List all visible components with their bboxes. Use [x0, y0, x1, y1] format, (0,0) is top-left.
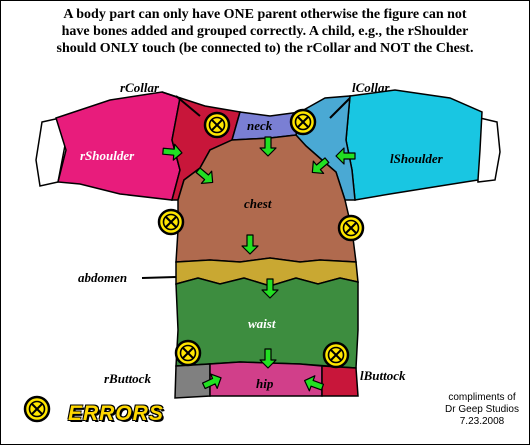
error-x-circle-icon — [322, 341, 350, 369]
credit-line-2: Dr Geep Studios — [445, 404, 519, 415]
credit-line-1: compliments of — [448, 392, 516, 403]
rbuttock-label: rButtock — [104, 371, 151, 386]
chest-label: chest — [244, 196, 272, 211]
error-x-circle-icon — [157, 208, 185, 236]
rshoulder-part — [55, 91, 181, 201]
rshoulder-label: rShoulder — [80, 148, 135, 163]
credit-text: compliments of Dr Geep Studios 7.23.2008 — [437, 392, 527, 428]
error-x-circle-icon — [174, 339, 202, 367]
lcollar-label: lCollar — [352, 80, 391, 95]
error-x-circle-icon — [337, 214, 365, 242]
neck-label: neck — [247, 118, 273, 133]
explanation-line-1: A body part can only have ONE parent oth… — [63, 7, 467, 22]
lshoulder-part — [345, 89, 483, 201]
lbuttock-label: lButtock — [360, 368, 406, 383]
rcollar-label: rCollar — [120, 80, 160, 95]
legend-errors-label: ERRORS — [68, 402, 164, 425]
explanation-line-2: have bones added and grouped correctly. … — [61, 24, 469, 39]
abdomen-leader-line — [141, 276, 177, 279]
lcollar-leader-line — [329, 97, 351, 119]
lshoulder-label: lShoulder — [390, 151, 444, 166]
abdomen-label: abdomen — [78, 270, 127, 285]
waist-label: waist — [248, 316, 276, 331]
credit-line-3: 7.23.2008 — [459, 416, 505, 427]
explanation-line-3: should ONLY touch (be connected to) the … — [56, 41, 474, 56]
error-x-circle-icon — [203, 111, 231, 139]
rbuttock-part — [174, 363, 211, 399]
hip-label: hip — [256, 376, 274, 391]
rcollar-leader-line — [175, 95, 201, 117]
explanation-text: A body part can only have ONE parent oth… — [0, 6, 530, 57]
legend-error-x-circle-icon — [23, 395, 51, 423]
error-x-circle-icon — [289, 108, 317, 136]
lbuttock-part — [321, 365, 359, 397]
